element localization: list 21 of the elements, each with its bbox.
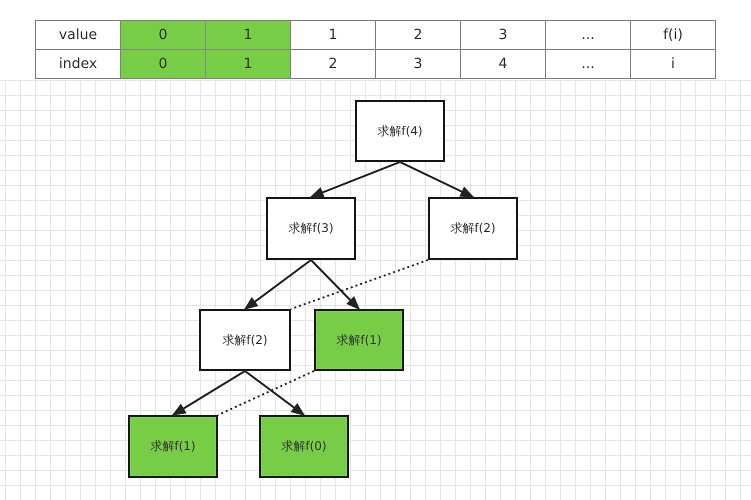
arrow [244,370,306,416]
table-cell: 1 [205,49,291,79]
process-box: 求解f(1) [128,415,218,478]
dotted-line [218,370,314,416]
arrow [310,259,360,310]
table-cell: 1 [205,20,291,50]
table-cell: f(i) [630,20,716,50]
arrow [310,161,400,198]
process-box: 求解f(2) [428,197,518,260]
process-box: 求解f(3) [266,197,356,260]
dotted-line [290,259,428,310]
process-box: 求解f(1) [314,309,404,371]
arrow [172,370,246,416]
table-cell: i [630,49,716,79]
table-cell: 0 [120,20,206,50]
process-box: 求解f(2) [199,309,291,371]
process-box: 求解f(4) [355,100,445,162]
arrow [244,259,312,310]
process-box: 求解f(0) [259,415,349,478]
arrow [400,161,474,198]
table-cell: 0 [120,49,206,79]
